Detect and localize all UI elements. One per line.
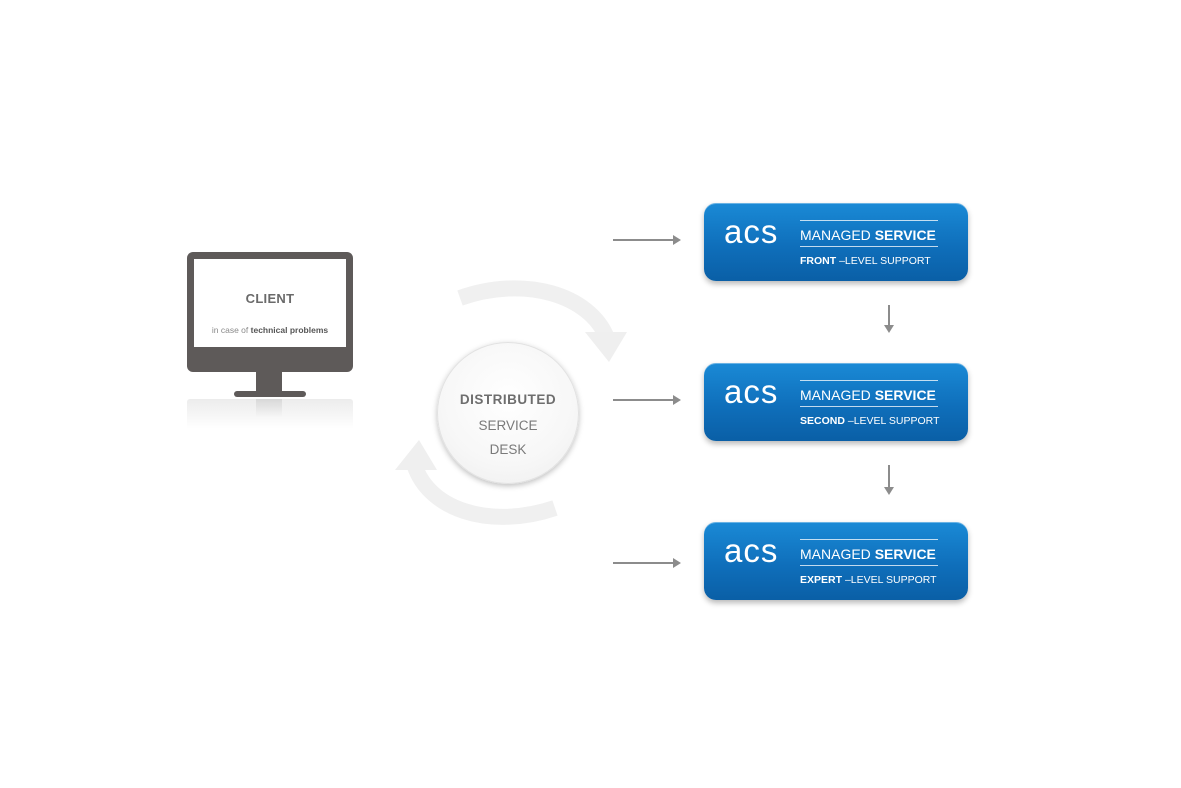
client-subtitle-bold: technical problems bbox=[250, 325, 329, 335]
support-level-label: SECOND –LEVEL SUPPORT bbox=[800, 415, 939, 427]
managed-service-label: MANAGED SERVICE bbox=[800, 546, 936, 562]
acs-logo: acs bbox=[724, 532, 779, 569]
level-name: FRONT bbox=[800, 255, 837, 267]
cycle-arrow-bottom bbox=[405, 457, 558, 525]
service-desk-line1: DISTRIBUTED bbox=[459, 392, 557, 407]
monitor-reflection bbox=[187, 399, 353, 429]
cycle-arrowhead-top bbox=[585, 332, 627, 362]
arrow-to-expert-level bbox=[613, 558, 681, 568]
support-level-label: FRONT –LEVEL SUPPORT bbox=[800, 255, 931, 267]
arrow-to-second-level bbox=[613, 395, 681, 405]
acs-logo: acs bbox=[724, 373, 779, 410]
service-label: SERVICE bbox=[874, 387, 936, 403]
arrow-second-to-expert bbox=[884, 465, 894, 495]
service-desk-line3: DESK bbox=[489, 442, 527, 457]
divider bbox=[800, 380, 938, 381]
divider bbox=[800, 220, 938, 221]
acs-logo: acs bbox=[724, 213, 779, 250]
monitor-screen: CLIENT in case of technical problems bbox=[194, 259, 346, 347]
managed-label: MANAGED bbox=[800, 227, 871, 243]
cycle-arrowhead-bottom bbox=[395, 440, 437, 470]
level-name: SECOND bbox=[800, 415, 845, 427]
client-subtitle-prefix: in case of bbox=[211, 325, 249, 335]
level-suffix: –LEVEL SUPPORT bbox=[839, 255, 931, 267]
monitor-neck-reflection bbox=[256, 399, 282, 417]
client-monitor: CLIENT in case of technical problems bbox=[187, 252, 353, 372]
service-label: SERVICE bbox=[874, 227, 936, 243]
monitor-base bbox=[234, 391, 306, 397]
divider bbox=[800, 246, 938, 247]
support-box-second: acs MANAGED SERVICE SECOND –LEVEL SUPPOR… bbox=[704, 363, 968, 441]
support-level-label: EXPERT –LEVEL SUPPORT bbox=[800, 574, 937, 586]
arrow-front-to-second bbox=[884, 305, 894, 333]
cycle-arrows-icon bbox=[395, 280, 627, 525]
level-suffix: –LEVEL SUPPORT bbox=[844, 574, 937, 586]
monitor-neck bbox=[256, 372, 282, 392]
service-label: SERVICE bbox=[874, 546, 936, 562]
managed-label: MANAGED bbox=[800, 387, 871, 403]
support-box-expert: acs MANAGED SERVICE EXPERT –LEVEL SUPPOR… bbox=[704, 522, 968, 600]
managed-service-label: MANAGED SERVICE bbox=[800, 387, 936, 403]
service-desk-line2: SERVICE bbox=[478, 418, 538, 433]
arrow-to-front-level bbox=[613, 235, 681, 245]
support-box-front: acs MANAGED SERVICE FRONT –LEVEL SUPPORT bbox=[704, 203, 968, 281]
managed-label: MANAGED bbox=[800, 546, 871, 562]
level-suffix: –LEVEL SUPPORT bbox=[847, 415, 940, 427]
divider bbox=[800, 539, 938, 540]
divider bbox=[800, 406, 938, 407]
client-title: CLIENT bbox=[245, 291, 295, 306]
level-name: EXPERT bbox=[800, 574, 843, 586]
client-subtitle: in case of technical problems bbox=[194, 325, 346, 335]
service-desk-circle: DISTRIBUTED SERVICE DESK bbox=[437, 342, 579, 484]
managed-service-label: MANAGED SERVICE bbox=[800, 227, 936, 243]
cycle-arrow-top bbox=[457, 280, 615, 342]
divider bbox=[800, 565, 938, 566]
